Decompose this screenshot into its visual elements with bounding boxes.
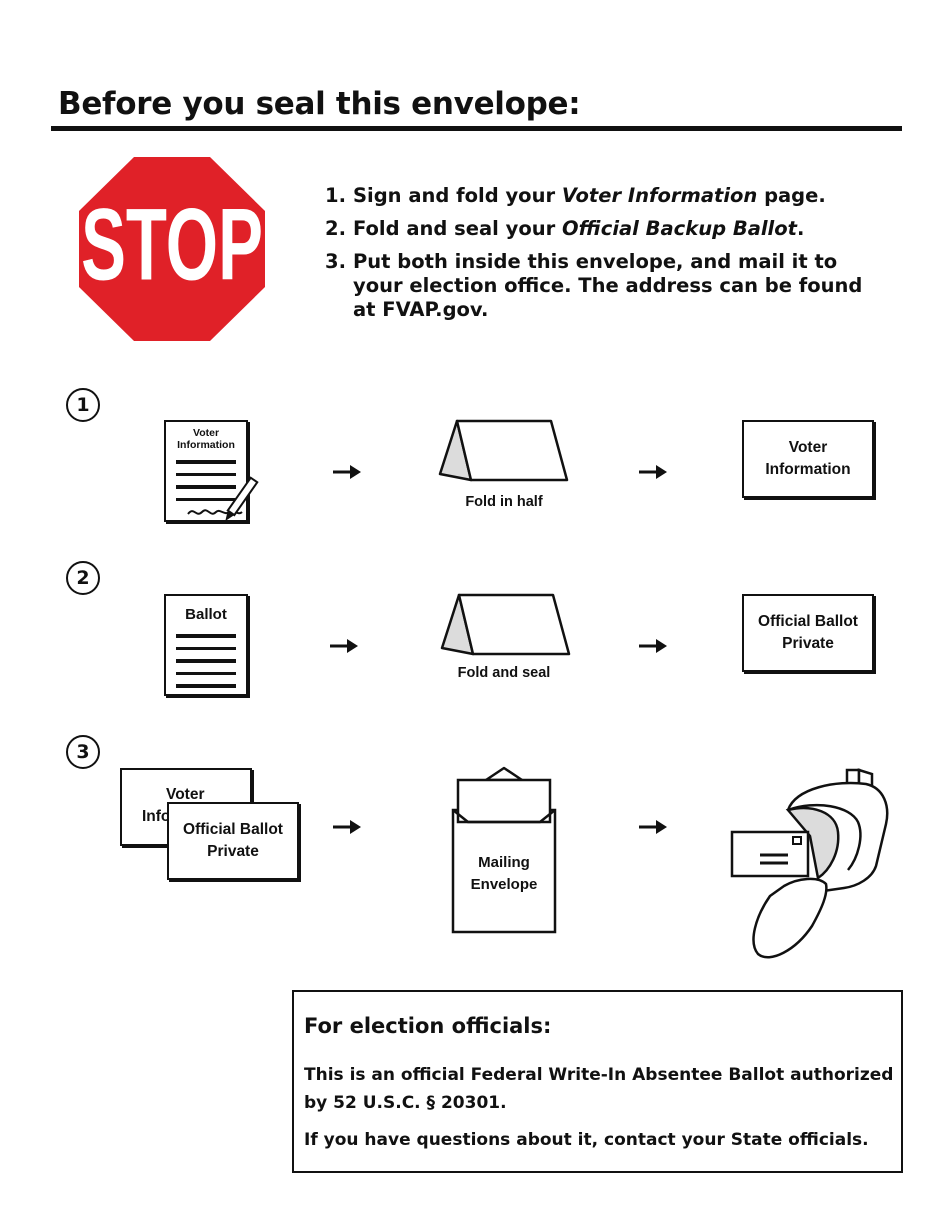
arrow-right-icon: [330, 639, 358, 653]
instruction-item-1: 1. Sign and fold your Voter Information …: [325, 184, 826, 207]
fold-and-seal-caption: Fold and seal: [457, 665, 551, 681]
fold-and-seal-icon: [440, 593, 571, 656]
arrow-right-icon: [639, 465, 667, 479]
mailing-envelope-icon: [451, 766, 557, 934]
mailbox-icon: [730, 768, 889, 959]
fold-in-half-icon: [438, 419, 569, 482]
stop-sign-icon: STOP: [79, 157, 265, 341]
ballot-document: Ballot: [164, 594, 248, 696]
arrow-right-icon: [333, 465, 361, 479]
arrow-right-icon: [333, 820, 361, 834]
fold-in-half-caption: Fold in half: [465, 494, 543, 510]
officials-paragraph-1: This is an official Federal Write-In Abs…: [304, 1065, 894, 1113]
instruction-item-3: 3. Put both inside this envelope, and ma…: [325, 250, 863, 321]
official-ballot-card-front: Official Ballot Private: [167, 802, 299, 880]
arrow-right-icon: [639, 820, 667, 834]
arrow-right-icon: [639, 639, 667, 653]
step-3-number: 3: [66, 735, 100, 769]
instruction-item-2: 2. Fold and seal your Official Backup Ba…: [325, 217, 805, 240]
officials-heading: For election officials:: [304, 1014, 552, 1038]
signature-pen-icon: [187, 476, 259, 521]
mailing-envelope-label: Mailing Envelope: [470, 854, 538, 893]
officials-paragraph-2: If you have questions about it, contact …: [304, 1130, 869, 1150]
instruction-list: 1. Sign and fold your Voter Information …: [325, 184, 885, 331]
sealed-ballot-card: Official Ballot Private: [742, 594, 874, 672]
election-officials-notice: For election officials: This is an offic…: [292, 990, 903, 1173]
stop-sign-text: STOP: [81, 188, 263, 302]
step-2-number: 2: [66, 561, 100, 595]
page-title: Before you seal this envelope:: [58, 86, 581, 122]
folded-voter-info-card: Voter Information: [742, 420, 874, 498]
step-1-number: 1: [66, 388, 100, 422]
title-rule: [51, 126, 902, 131]
